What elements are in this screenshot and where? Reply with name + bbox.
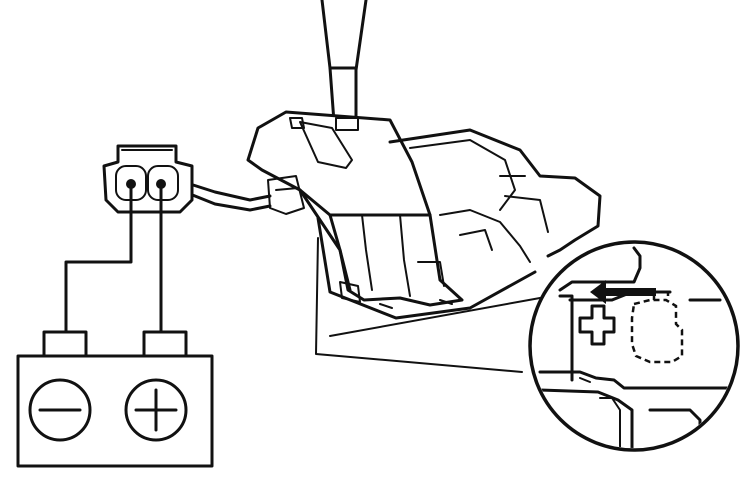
test-leads bbox=[64, 182, 163, 336]
shift-housing bbox=[246, 110, 464, 307]
lead-negative bbox=[64, 182, 133, 336]
arrow-left-icon bbox=[590, 280, 656, 304]
wire-harness bbox=[188, 182, 272, 212]
battery-terminal-negative bbox=[42, 330, 88, 360]
detail-callout-lines bbox=[315, 237, 541, 373]
detail-inset bbox=[528, 240, 740, 452]
shift-base-plate bbox=[316, 216, 537, 320]
solenoid-connector bbox=[102, 144, 194, 214]
battery-case bbox=[16, 354, 214, 468]
battery-terminal-positive bbox=[142, 330, 188, 360]
plus-symbol-icon bbox=[124, 378, 188, 442]
shift-lever-shaft bbox=[320, 0, 368, 124]
shift-lever-assembly bbox=[246, 0, 602, 320]
solenoid-plunger bbox=[578, 304, 616, 346]
battery bbox=[16, 330, 214, 468]
minus-symbol-icon bbox=[28, 378, 92, 442]
lock-pin-dashed-outline bbox=[630, 298, 684, 364]
